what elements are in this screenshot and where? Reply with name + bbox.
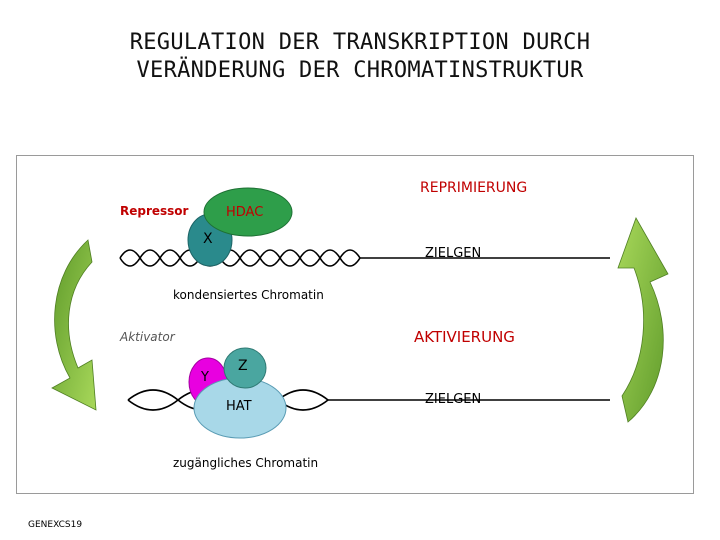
dna-condensed [119,249,610,267]
right-curved-arrow [617,217,669,423]
hdac-protein [203,187,293,237]
title-line-2: VERÄNDERUNG DER CHROMATINSTRUKTUR [136,58,584,83]
reprimierung-label: REPRIMIERUNG [420,180,528,196]
y-label: Y [201,370,209,385]
z-protein [223,347,267,389]
hat-label: HAT [226,399,252,414]
aktivator-label: Aktivator [120,330,175,344]
zugaengliches-chromatin-label: zugängliches Chromatin [173,456,319,470]
aktivierung-label: AKTIVIERUNG [414,328,515,346]
x-label: X [203,231,213,247]
repressor-label: Repressor [120,204,189,218]
z-label: Z [238,358,248,374]
zielgen-label-bottom: ZIELGEN [425,392,482,407]
diagram-frame [16,155,694,494]
footer-code: GENEXCS19 [28,520,83,530]
zielgen-label-top: ZIELGEN [425,246,482,261]
left-curved-arrow [51,239,97,411]
kondensiertes-chromatin-label: kondensiertes Chromatin [173,288,324,302]
title-line-1: REGULATION DER TRANSKRIPTION DURCH [129,30,591,55]
hdac-label: HDAC [226,205,264,220]
